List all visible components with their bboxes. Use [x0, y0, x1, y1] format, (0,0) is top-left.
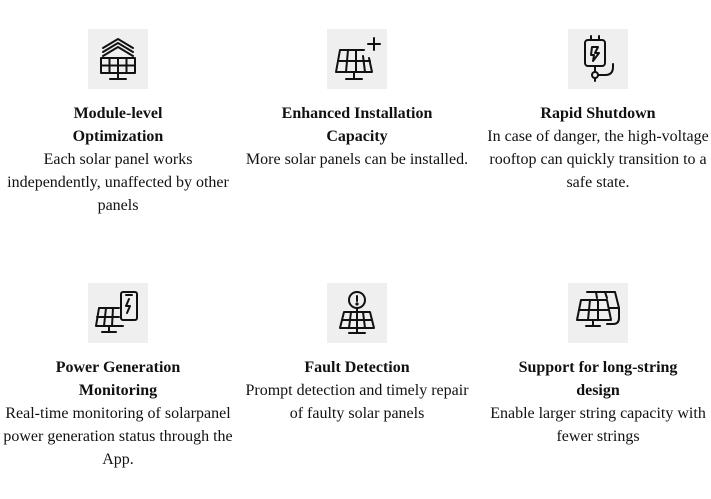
shutdown-switch-icon [568, 29, 628, 89]
feature-title: Enhanced Installation Capacity [281, 105, 433, 145]
feature-long-string-design: Support for long-string design Enable la… [483, 283, 711, 448]
feature-rapid-shutdown: Rapid Shutdown In case of danger, the hi… [483, 29, 711, 194]
feature-description: More solar panels can be installed. [245, 151, 469, 168]
feature-module-level-optimization: Module-level Optimization Each solar pan… [3, 29, 233, 217]
feature-description: Each solar panel works independently, un… [7, 151, 229, 214]
solar-panel-string-icon [568, 283, 628, 343]
solar-panel-phone-icon [88, 283, 148, 343]
feature-title: Module-level Optimization [72, 105, 164, 145]
feature-description: In case of danger, the high-voltage roof… [487, 128, 709, 191]
feature-enhanced-installation-capacity: Enhanced Installation Capacity More sola… [242, 29, 472, 171]
solar-panel-fault-icon [327, 283, 387, 343]
feature-description: Real-time monitoring of solarpanel power… [3, 405, 233, 468]
feature-power-generation-monitoring: Power Generation Monitoring Real-time mo… [3, 283, 233, 471]
feature-title: Rapid Shutdown [540, 105, 656, 122]
feature-fault-detection: Fault Detection Prompt detection and tim… [242, 283, 472, 425]
feature-title: Fault Detection [304, 359, 410, 376]
solar-panel-layers-icon [88, 29, 148, 89]
feature-description: Prompt detection and timely repair of fa… [245, 382, 469, 422]
solar-panel-plus-icon [327, 29, 387, 89]
feature-title: Power Generation Monitoring [55, 359, 181, 399]
feature-title: Support for long-string design [518, 359, 678, 399]
feature-description: Enable larger string capacity with fewer… [490, 405, 706, 445]
